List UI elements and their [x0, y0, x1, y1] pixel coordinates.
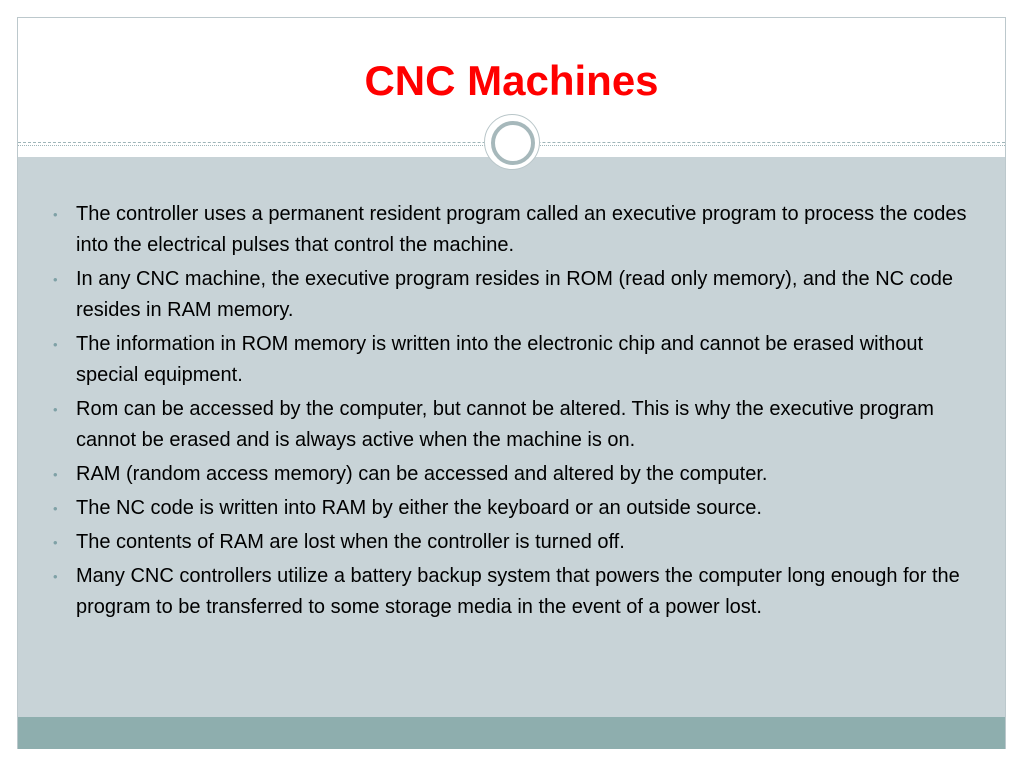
slide-title: CNC Machines [364, 57, 659, 104]
bullet-marker-icon: • [53, 402, 58, 417]
bullet-item: • The contents of RAM are lost when the c… [53, 527, 973, 558]
bullet-text: The controller uses a permanent resident… [76, 203, 967, 256]
bullet-text: Many CNC controllers utilize a battery b… [76, 565, 960, 618]
bullet-item: • In any CNC machine, the executive progr… [53, 264, 973, 326]
bullet-item: • RAM (random access memory) can be acces… [53, 459, 973, 490]
bullet-marker-icon: • [53, 207, 58, 222]
bullet-marker-icon: • [53, 272, 58, 287]
bullet-text: The information in ROM memory is written… [76, 333, 924, 386]
bullet-text: Rom can be accessed by the computer, but… [76, 398, 934, 451]
bullet-item: • The NC code is written into RAM by eith… [53, 493, 973, 524]
bullet-marker-icon: • [53, 467, 58, 482]
bullet-marker-icon: • [53, 569, 58, 584]
bullet-text: RAM (random access memory) can be access… [76, 463, 768, 485]
bullet-marker-icon: • [53, 535, 58, 550]
bullet-item: • Many CNC controllers utilize a battery … [53, 561, 973, 623]
slide: CNC Machines • The controller uses a perm… [17, 17, 1006, 749]
bullet-item: • The controller uses a permanent residen… [53, 199, 973, 261]
circle-ring-icon [484, 114, 540, 170]
content-area: • The controller uses a permanent residen… [18, 157, 1005, 717]
bullet-marker-icon: • [53, 501, 58, 516]
bullet-marker-icon: • [53, 337, 58, 352]
circle-ring-inner [491, 121, 535, 165]
bullet-item: • The information in ROM memory is writte… [53, 329, 973, 391]
footer-band [18, 717, 1005, 749]
bullet-text: The NC code is written into RAM by eithe… [76, 497, 762, 519]
bullet-list: • The controller uses a permanent residen… [53, 199, 973, 626]
bullet-text: In any CNC machine, the executive progra… [76, 268, 954, 321]
bullet-text: The contents of RAM are lost when the co… [76, 531, 625, 553]
bullet-item: • Rom can be accessed by the computer, bu… [53, 394, 973, 456]
